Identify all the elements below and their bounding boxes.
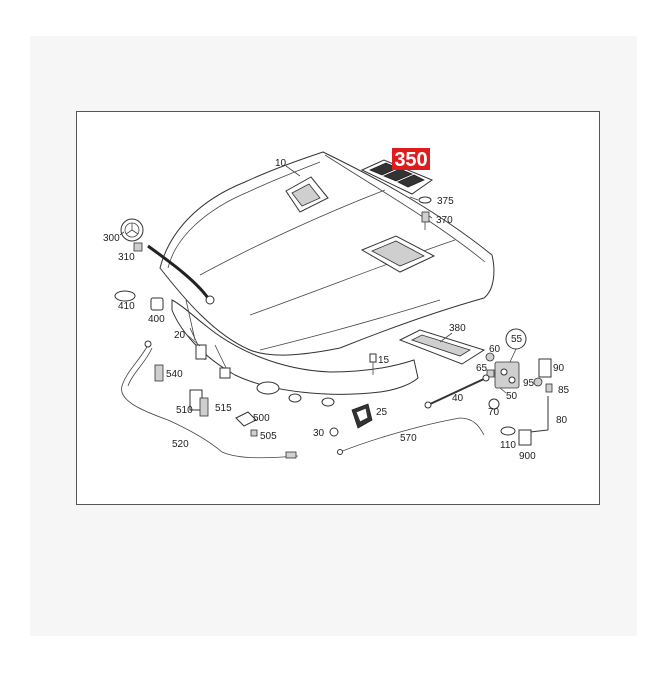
label-515[interactable]: 515 bbox=[215, 403, 232, 414]
emblem-holder[interactable] bbox=[133, 242, 143, 252]
hood-scoop-rear bbox=[360, 235, 436, 273]
part-85-screw[interactable] bbox=[545, 383, 553, 393]
part-570-cable[interactable] bbox=[339, 417, 485, 453]
label-10[interactable]: 10 bbox=[275, 158, 287, 169]
part-410-grommet[interactable] bbox=[114, 290, 136, 302]
highlight-box bbox=[392, 148, 430, 170]
leader-lines bbox=[119, 165, 433, 347]
label-55[interactable]: 55 bbox=[511, 334, 523, 345]
label-15[interactable]: 15 bbox=[378, 355, 390, 366]
label-310[interactable]: 310 bbox=[118, 252, 135, 263]
part-505-screw[interactable] bbox=[250, 429, 258, 437]
part-400-bumper[interactable] bbox=[150, 297, 164, 311]
part-65-clip[interactable] bbox=[486, 369, 495, 378]
label-375[interactable]: 375 bbox=[437, 196, 454, 207]
part-375-washer[interactable] bbox=[418, 196, 432, 204]
star-emblem[interactable] bbox=[120, 218, 144, 242]
label-30[interactable]: 30 bbox=[313, 428, 325, 439]
label-505[interactable]: 505 bbox=[260, 431, 277, 442]
label-65[interactable]: 65 bbox=[476, 363, 488, 374]
label-380[interactable]: 380 bbox=[449, 323, 466, 334]
part-95-nut[interactable] bbox=[533, 377, 543, 387]
highlight-label-350[interactable]: 350 bbox=[394, 149, 427, 171]
hood-inner-frame[interactable] bbox=[171, 299, 419, 407]
part-90-bracket[interactable] bbox=[538, 358, 552, 378]
label-90[interactable]: 90 bbox=[553, 363, 565, 374]
label-40[interactable]: 40 bbox=[452, 393, 464, 404]
label-900[interactable]: 900 bbox=[519, 451, 536, 462]
label-25[interactable]: 25 bbox=[376, 407, 388, 418]
label-400[interactable]: 400 bbox=[148, 314, 165, 325]
label-370[interactable]: 370 bbox=[436, 215, 453, 226]
part-30-nut[interactable] bbox=[329, 427, 339, 437]
label-85[interactable]: 85 bbox=[558, 385, 570, 396]
label-70[interactable]: 70 bbox=[488, 407, 500, 418]
part-520-release-cable[interactable] bbox=[121, 340, 299, 459]
hood-scoop-front bbox=[285, 176, 329, 213]
part-25-bracket[interactable] bbox=[351, 403, 373, 429]
part-370-screw[interactable] bbox=[421, 211, 430, 230]
part-80-rod[interactable] bbox=[529, 396, 549, 433]
label-80[interactable]: 80 bbox=[556, 415, 568, 426]
label-60[interactable]: 60 bbox=[489, 344, 501, 355]
label-95[interactable]: 95 bbox=[523, 378, 535, 389]
label-540[interactable]: 540 bbox=[166, 369, 183, 380]
part-500-retainer[interactable] bbox=[235, 411, 257, 427]
release-cable bbox=[147, 244, 210, 299]
cable-570-end bbox=[337, 449, 343, 455]
label-410[interactable]: 410 bbox=[118, 301, 135, 312]
hood-panel[interactable] bbox=[159, 151, 495, 356]
part-60-nut[interactable] bbox=[485, 352, 495, 362]
label-500[interactable]: 500 bbox=[253, 413, 270, 424]
part-380-lock-plate[interactable] bbox=[398, 329, 486, 365]
part-900-block[interactable] bbox=[518, 429, 532, 446]
part-540-clip[interactable] bbox=[154, 364, 164, 382]
label-510[interactable]: 510 bbox=[176, 405, 193, 416]
cable-end bbox=[205, 295, 215, 305]
part-510-latch[interactable] bbox=[189, 389, 209, 417]
part-55-hood-lock[interactable] bbox=[494, 328, 527, 389]
part-50-leader bbox=[499, 387, 507, 394]
air-vent-grille[interactable] bbox=[360, 159, 434, 195]
part-15-stud[interactable] bbox=[369, 353, 377, 375]
label-520[interactable]: 520 bbox=[172, 439, 189, 450]
label-20[interactable]: 20 bbox=[174, 330, 186, 341]
part-110-grommet[interactable] bbox=[500, 426, 516, 436]
label-50[interactable]: 50 bbox=[506, 391, 518, 402]
label-570[interactable]: 570 bbox=[400, 433, 417, 444]
part-40-gas-strut[interactable] bbox=[424, 374, 490, 409]
label-300[interactable]: 300 bbox=[103, 233, 120, 244]
part-70-washer[interactable] bbox=[488, 398, 500, 410]
label-110[interactable]: 110 bbox=[500, 440, 516, 451]
